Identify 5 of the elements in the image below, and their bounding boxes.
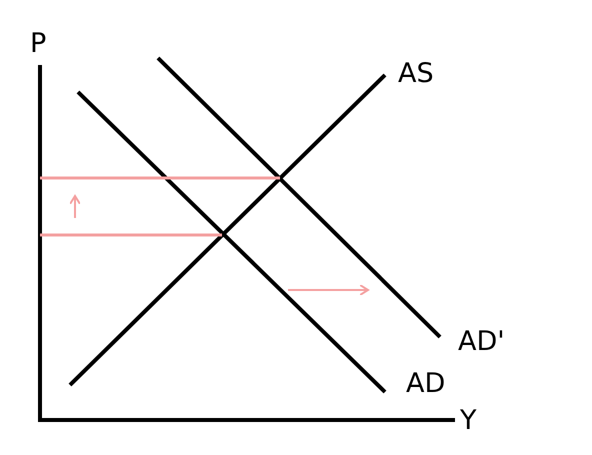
curve-label: AD — [406, 370, 446, 397]
curve-label: AS — [398, 60, 434, 87]
axis-label: Y — [460, 407, 476, 434]
curve-label: AD' — [458, 328, 505, 355]
axis-label: P — [30, 30, 46, 57]
